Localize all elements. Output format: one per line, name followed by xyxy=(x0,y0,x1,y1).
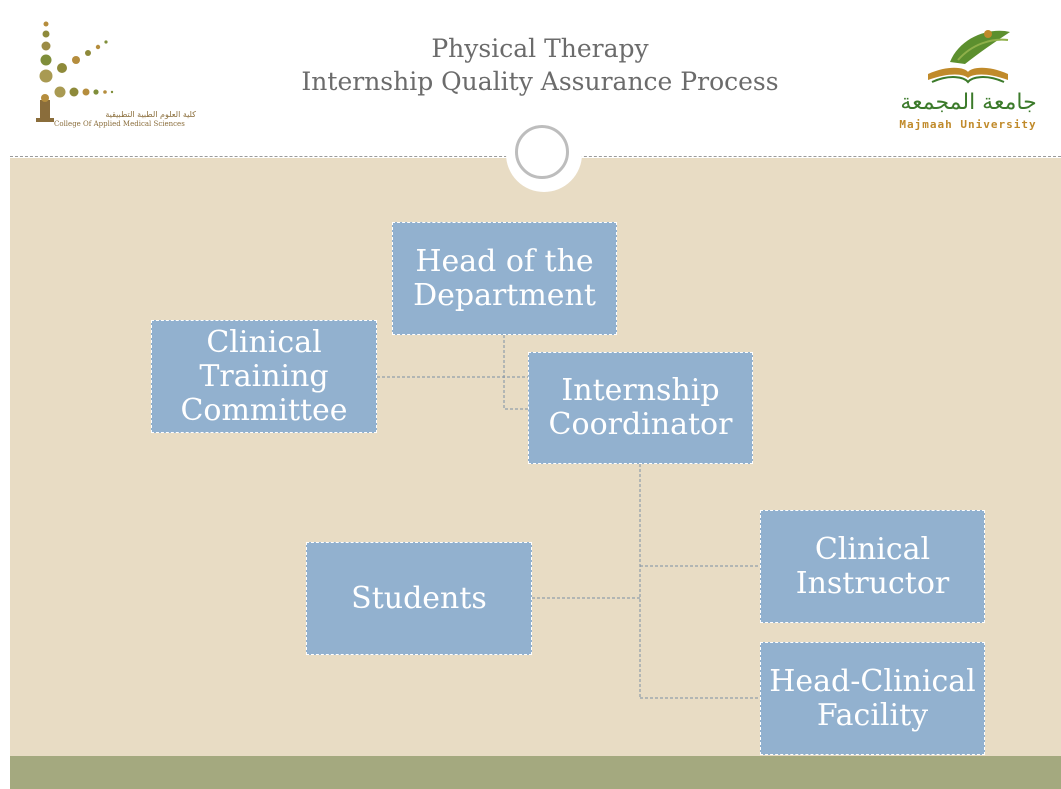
node-head-clinical-facility-label: Head-Clinical Facility xyxy=(769,663,976,733)
node-students-label: Students xyxy=(351,580,487,616)
open-book-logo-icon xyxy=(928,30,1010,84)
slide-title: Physical Therapy Internship Quality Assu… xyxy=(250,32,830,98)
node-clinical-training-committee-label: Clinical Training Committee xyxy=(180,324,348,428)
college-logo: كلية العلوم الطبية التطبيقية College Of … xyxy=(24,18,204,130)
college-logo-icon xyxy=(36,21,114,122)
university-logo-arabic-text: جامعة المجمعة xyxy=(900,90,1037,115)
college-logo-english-text: College Of Applied Medical Sciences xyxy=(54,120,185,128)
node-head-clinical-facility: Head-Clinical Facility xyxy=(760,642,985,755)
node-internship-coordinator-label: Internship Coordinator xyxy=(548,373,733,442)
university-logo-english-text: Majmaah University xyxy=(899,118,1037,131)
node-head-of-department-label: Head of the Department xyxy=(413,243,596,313)
header-circle-ring xyxy=(515,125,569,179)
title-line-1: Physical Therapy xyxy=(431,34,649,63)
title-line-2: Internship Quality Assurance Process xyxy=(301,67,779,96)
slide-footer-bar xyxy=(10,756,1061,789)
node-students: Students xyxy=(306,542,532,655)
node-internship-coordinator: Internship Coordinator xyxy=(528,352,753,464)
node-clinical-instructor-label: Clinical Instructor xyxy=(795,531,950,601)
slide: كلية العلوم الطبية التطبيقية College Of … xyxy=(10,10,1061,789)
node-clinical-training-committee: Clinical Training Committee xyxy=(151,320,377,433)
university-logo: جامعة المجمعة Majmaah University xyxy=(880,22,1055,137)
connector-head-to-coordinator xyxy=(503,335,528,410)
org-chart-connectors xyxy=(377,335,760,699)
node-head-of-department: Head of the Department xyxy=(392,222,617,335)
college-logo-arabic-text: كلية العلوم الطبية التطبيقية xyxy=(105,110,196,119)
node-clinical-instructor: Clinical Instructor xyxy=(760,510,985,623)
